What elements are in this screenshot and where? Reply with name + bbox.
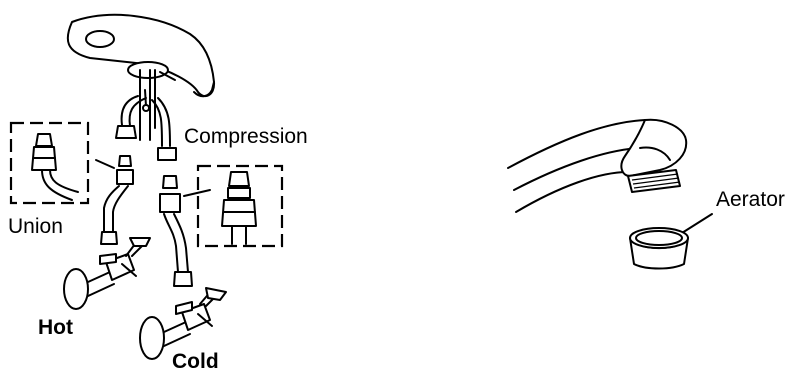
compression-leader-line [183, 189, 211, 197]
spout-aerator-threads [627, 169, 681, 193]
label-union: Union [8, 215, 63, 238]
cold-shutoff-valve [139, 287, 227, 360]
hot-shutoff-valve [63, 237, 151, 310]
union-detail-box [9, 121, 90, 205]
label-compression: Compression [184, 125, 308, 148]
cold-supply-line [159, 175, 193, 287]
cold-feed-tube [151, 97, 177, 161]
faucet-shank [139, 69, 156, 141]
faucet-base-plate [66, 13, 216, 98]
label-aerator: Aerator [716, 188, 785, 211]
union-leader-line [95, 159, 115, 169]
aerator-part [629, 227, 689, 270]
compression-detail-box [196, 164, 284, 248]
faucet-spout [507, 118, 688, 213]
label-hot: Hot [38, 316, 73, 339]
label-cold: Cold [172, 350, 219, 373]
hot-supply-line [100, 155, 134, 245]
hot-feed-tube [115, 95, 147, 139]
